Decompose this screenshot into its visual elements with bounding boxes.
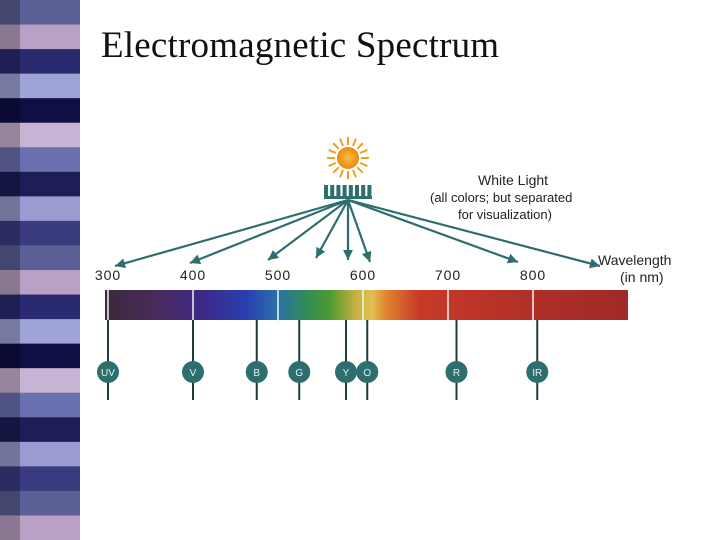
light-arrow: [346, 199, 372, 263]
light-arrow: [267, 199, 349, 261]
stripe-block: [0, 73, 80, 100]
stripe-block: [0, 441, 80, 468]
stripe-block: [0, 147, 80, 173]
tick-labels: 300 400 500 600 700 800: [95, 267, 546, 283]
stripe-block: [0, 220, 80, 247]
tick-marks: [107, 286, 534, 324]
marker-dot: [288, 361, 311, 383]
arrow-head: [268, 250, 279, 260]
color-markers: UV V B G Y O R IR: [97, 320, 549, 400]
stripe-block: [0, 122, 80, 149]
light-arrow: [347, 198, 519, 264]
light-arrow: [189, 198, 349, 265]
light-arrows: [114, 198, 601, 269]
spectrum-bar: [105, 290, 628, 320]
light-arrow: [114, 198, 349, 268]
marker-label: B: [253, 368, 260, 379]
stripe-block: [0, 0, 80, 26]
stripe-shadow: [0, 0, 20, 540]
tick-label: 600: [350, 267, 376, 283]
stripe-block: [0, 49, 80, 75]
marker-label: O: [363, 368, 371, 379]
arrow-head: [115, 258, 126, 269]
spectrum-diagram: White Light (all colors; but separated f…: [95, 137, 671, 400]
stripe-block: [0, 196, 80, 222]
stripe-block: [0, 490, 80, 517]
tick-label: 500: [265, 267, 291, 283]
source-emitter: [324, 185, 372, 199]
marker-label: G: [295, 368, 303, 379]
stripe-block: [0, 245, 80, 271]
stripe-block: [0, 24, 80, 51]
stripe-block: [0, 319, 80, 345]
arrow-head: [361, 250, 372, 262]
stripe-block: [0, 270, 80, 296]
marker-label: V: [190, 368, 197, 379]
source-label-line1: White Light: [478, 172, 548, 188]
slide-title: Electromagnetic Spectrum: [101, 25, 500, 66]
stripe-block: [0, 515, 80, 540]
stripe-block: [0, 392, 80, 419]
arrow-head: [589, 258, 600, 269]
source-label-line2: (all colors; but separated: [430, 190, 572, 205]
tick-label: 800: [520, 267, 546, 283]
stripe-block: [0, 294, 80, 321]
stripe-block: [0, 98, 80, 124]
marker-dot: [182, 361, 204, 383]
stripe-block: [0, 368, 80, 394]
tick-label: 400: [180, 267, 206, 283]
axis-label-line1: Wavelength: [598, 252, 671, 268]
marker-dot: [97, 361, 119, 383]
arrow-head: [506, 253, 518, 264]
marker-label: Y: [343, 368, 350, 379]
tick-label: 700: [435, 267, 461, 283]
light-arrow: [315, 199, 349, 259]
arrow-head: [343, 250, 353, 260]
marker-dot: [445, 361, 468, 383]
stripe-block: [0, 171, 80, 198]
marker-label: IR: [532, 368, 542, 379]
marker-dot: [356, 361, 379, 383]
tick-label: 300: [95, 267, 121, 283]
marker-dot: [245, 361, 268, 383]
marker-label: UV: [101, 368, 115, 379]
arrow-head: [190, 254, 202, 264]
source-label-line3: for visualization): [458, 207, 552, 222]
marker-dot: [526, 361, 549, 383]
stripe-block: [0, 417, 80, 443]
sun-icon: [327, 137, 369, 179]
stripe-block: [0, 343, 80, 370]
marker-label: R: [453, 368, 460, 379]
arrow-head: [316, 246, 326, 258]
light-arrow: [347, 198, 601, 268]
decorative-stripe: [0, 0, 80, 540]
stripe-block: [0, 466, 80, 492]
axis-label-line2: (in nm): [620, 269, 664, 285]
marker-dot: [335, 361, 357, 383]
